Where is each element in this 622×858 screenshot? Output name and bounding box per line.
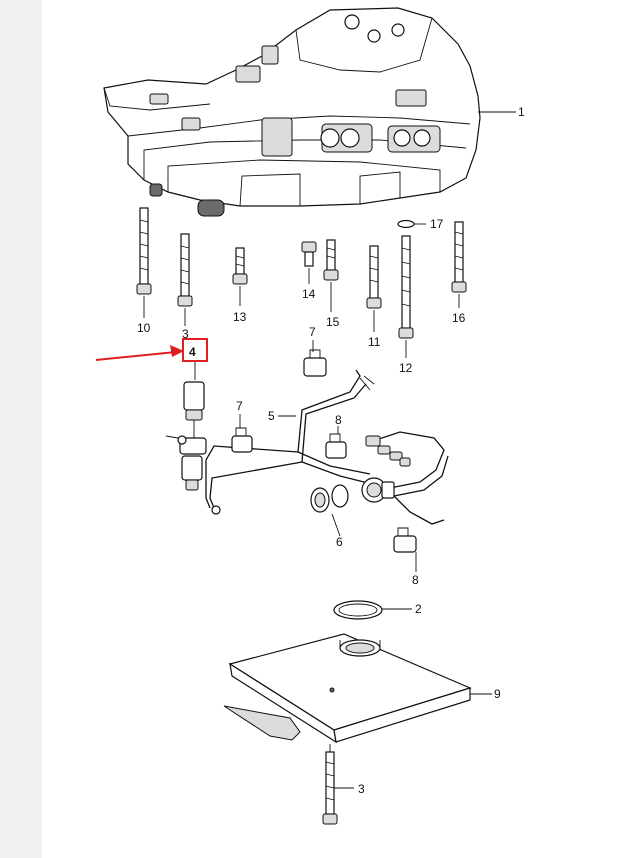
callout-11: 11 — [368, 335, 381, 349]
callout-8-lower: 8 — [412, 573, 419, 587]
bolt-10 — [136, 207, 152, 318]
callout-4: 4 — [189, 345, 196, 359]
bolt-11 — [366, 245, 382, 332]
callout-6: 6 — [336, 535, 343, 549]
callout-8-upper: 8 — [335, 413, 342, 427]
bolt-13 — [232, 247, 248, 306]
valve-body — [103, 7, 516, 217]
filter-part-9 — [223, 633, 492, 744]
connector-part-6 — [310, 477, 395, 537]
callout-17: 17 — [430, 217, 444, 231]
callout-9: 9 — [494, 687, 501, 701]
callout-15: 15 — [326, 315, 340, 329]
clip-7-lower — [231, 414, 253, 453]
clip-8-upper — [325, 426, 347, 459]
callout-3-upper: 3 — [182, 327, 189, 341]
callout-1: 1 — [518, 105, 525, 119]
callout-2: 2 — [415, 602, 422, 616]
callout-labels: 1 17 10 3 13 14 15 11 12 16 4 7 7 5 8 6 … — [137, 105, 525, 796]
bolt-3-lower — [322, 744, 354, 825]
callout-16: 16 — [452, 311, 466, 325]
callout-14: 14 — [302, 287, 316, 301]
clip-7-upper — [303, 340, 327, 377]
bolt-3-upper — [177, 233, 193, 326]
sensor-part-4 — [183, 362, 205, 440]
page-margin-strip — [0, 0, 42, 858]
washer-17 — [397, 219, 426, 229]
clip-8-lower — [393, 527, 417, 572]
bolt-12 — [398, 235, 414, 358]
o-ring-part-2 — [333, 600, 412, 620]
callout-7-lower: 7 — [236, 399, 243, 413]
callout-3-lower: 3 — [358, 782, 365, 796]
callout-10: 10 — [137, 321, 151, 335]
highlight-marker — [95, 338, 208, 362]
callout-7-upper: 7 — [309, 325, 316, 339]
wiring-harness-part-5 — [165, 369, 449, 525]
callout-5: 5 — [268, 409, 275, 423]
bolt-16 — [451, 221, 467, 308]
callout-12: 12 — [399, 361, 413, 375]
bolt-15 — [323, 239, 339, 312]
callout-13: 13 — [233, 310, 247, 324]
bolt-14 — [301, 241, 317, 284]
